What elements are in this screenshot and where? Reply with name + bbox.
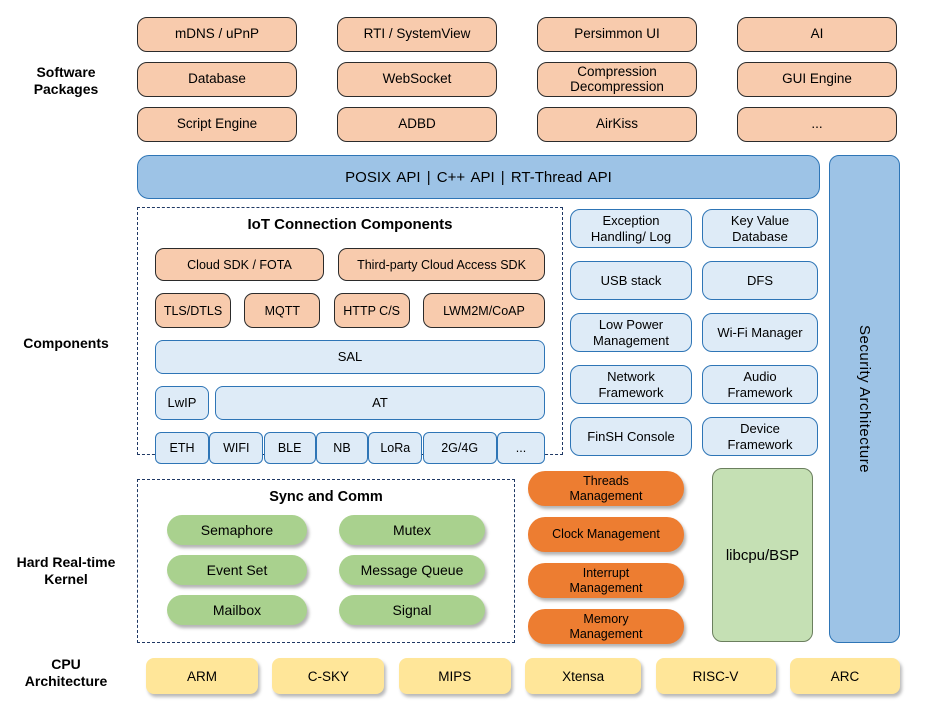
iot-sdk-row: Cloud SDK / FOTA Third-party Cloud Acces… xyxy=(155,248,545,281)
iot-protocol-box: MQTT xyxy=(244,293,321,328)
iot-sdk-box: Cloud SDK / FOTA xyxy=(155,248,324,281)
at-box: AT xyxy=(215,386,545,420)
package-box: Database xyxy=(137,62,297,97)
security-architecture-bar: Security Architecture xyxy=(829,155,900,643)
iot-phy-row: ETH WIFI BLE NB LoRa 2G/4G ... xyxy=(155,432,545,464)
phy-box: LoRa xyxy=(368,432,423,464)
component-box: Device Framework xyxy=(702,417,818,456)
kernel-management-column: Threads Management Clock Management Inte… xyxy=(528,471,684,644)
posix-api-band: POSIX API | C++ API | RT-Thread API xyxy=(137,155,820,199)
sync-pill: Signal xyxy=(339,595,485,625)
package-box: AirKiss xyxy=(537,107,697,142)
cpu-arch-box: ARM xyxy=(146,658,258,694)
cpu-arch-box: C-SKY xyxy=(272,658,385,694)
iot-protocol-box: TLS/DTLS xyxy=(155,293,231,328)
sync-pill: Event Set xyxy=(167,555,307,585)
phy-box: BLE xyxy=(263,432,316,464)
label-hard-real-time-kernel: Hard Real-time Kernel xyxy=(16,554,116,587)
package-box: WebSocket xyxy=(337,62,497,97)
cpu-arch-box: MIPS xyxy=(398,658,511,694)
phy-box: WIFI xyxy=(209,432,264,464)
iot-connection-components-box: IoT Connection Components Cloud SDK / FO… xyxy=(137,207,563,464)
sync-pill: Message Queue xyxy=(339,555,485,585)
iot-title: IoT Connection Components xyxy=(247,215,453,233)
cpu-arch-box: ARC xyxy=(789,658,900,694)
package-box: ... xyxy=(737,107,897,142)
iot-protocol-box: HTTP C/S xyxy=(333,293,410,328)
sync-pill: Semaphore xyxy=(167,515,307,545)
sync-pill: Mailbox xyxy=(167,595,307,625)
sync-and-comm-box: Sync and Comm Semaphore Mutex Event Set … xyxy=(137,479,515,643)
sync-and-comm-title: Sync and Comm xyxy=(269,489,383,505)
component-box: Wi-Fi Manager xyxy=(702,313,818,352)
component-box: DFS xyxy=(702,261,818,300)
cpu-arch-box: Xtensa xyxy=(525,658,642,694)
kernel-mgmt-pill: Clock Management xyxy=(528,517,684,552)
component-box: Key Value Database xyxy=(702,209,818,248)
label-software-packages: Software Packages xyxy=(33,64,99,97)
sync-pill: Mutex xyxy=(339,515,485,545)
software-packages-grid: mDNS / uPnP RTI / SystemView Persimmon U… xyxy=(137,17,898,142)
cpu-architecture-row: ARM C-SKY MIPS Xtensa RISC-V ARC xyxy=(146,658,900,694)
phy-box: ... xyxy=(496,432,545,464)
package-box: Persimmon UI xyxy=(537,17,697,52)
component-box: USB stack xyxy=(570,261,692,300)
sal-box: SAL xyxy=(155,340,545,374)
iot-protocol-box: LWM2M/CoAP xyxy=(422,293,545,328)
package-box: RTI / SystemView xyxy=(337,17,497,52)
iot-at-row: LwIP AT xyxy=(155,386,545,420)
package-box: Compression Decompression xyxy=(537,62,697,97)
label-cpu-architecture: CPU Architecture xyxy=(24,656,108,689)
phy-box: ETH xyxy=(155,432,209,464)
component-box: Exception Handling/ Log xyxy=(570,209,692,248)
iot-protocol-row: TLS/DTLS MQTT HTTP C/S LWM2M/CoAP xyxy=(155,293,545,328)
sync-pill-grid: Semaphore Mutex Event Set Message Queue … xyxy=(138,515,514,625)
phy-box: NB xyxy=(315,432,368,464)
package-box: mDNS / uPnP xyxy=(137,17,297,52)
security-architecture-label: Security Architecture xyxy=(856,324,873,474)
lwip-box: LwIP xyxy=(155,386,209,420)
kernel-mgmt-pill: Memory Management xyxy=(528,609,684,644)
package-box: Script Engine xyxy=(137,107,297,142)
component-box: Network Framework xyxy=(570,365,692,404)
kernel-mgmt-pill: Interrupt Management xyxy=(528,563,684,598)
kernel-mgmt-pill: Threads Management xyxy=(528,471,684,506)
component-box: FinSH Console xyxy=(570,417,692,456)
package-box: GUI Engine xyxy=(737,62,897,97)
phy-box: 2G/4G xyxy=(422,432,497,464)
iot-sdk-box: Third-party Cloud Access SDK xyxy=(338,248,545,281)
cpu-arch-box: RISC-V xyxy=(655,658,776,694)
label-components: Components xyxy=(23,335,109,351)
component-box: Audio Framework xyxy=(702,365,818,404)
package-box: ADBD xyxy=(337,107,497,142)
libcpu-bsp-box: libcpu/BSP xyxy=(712,468,813,642)
package-box: AI xyxy=(737,17,897,52)
component-boxes-grid: Exception Handling/ Log Key Value Databa… xyxy=(570,209,818,456)
component-box: Low Power Management xyxy=(570,313,692,352)
